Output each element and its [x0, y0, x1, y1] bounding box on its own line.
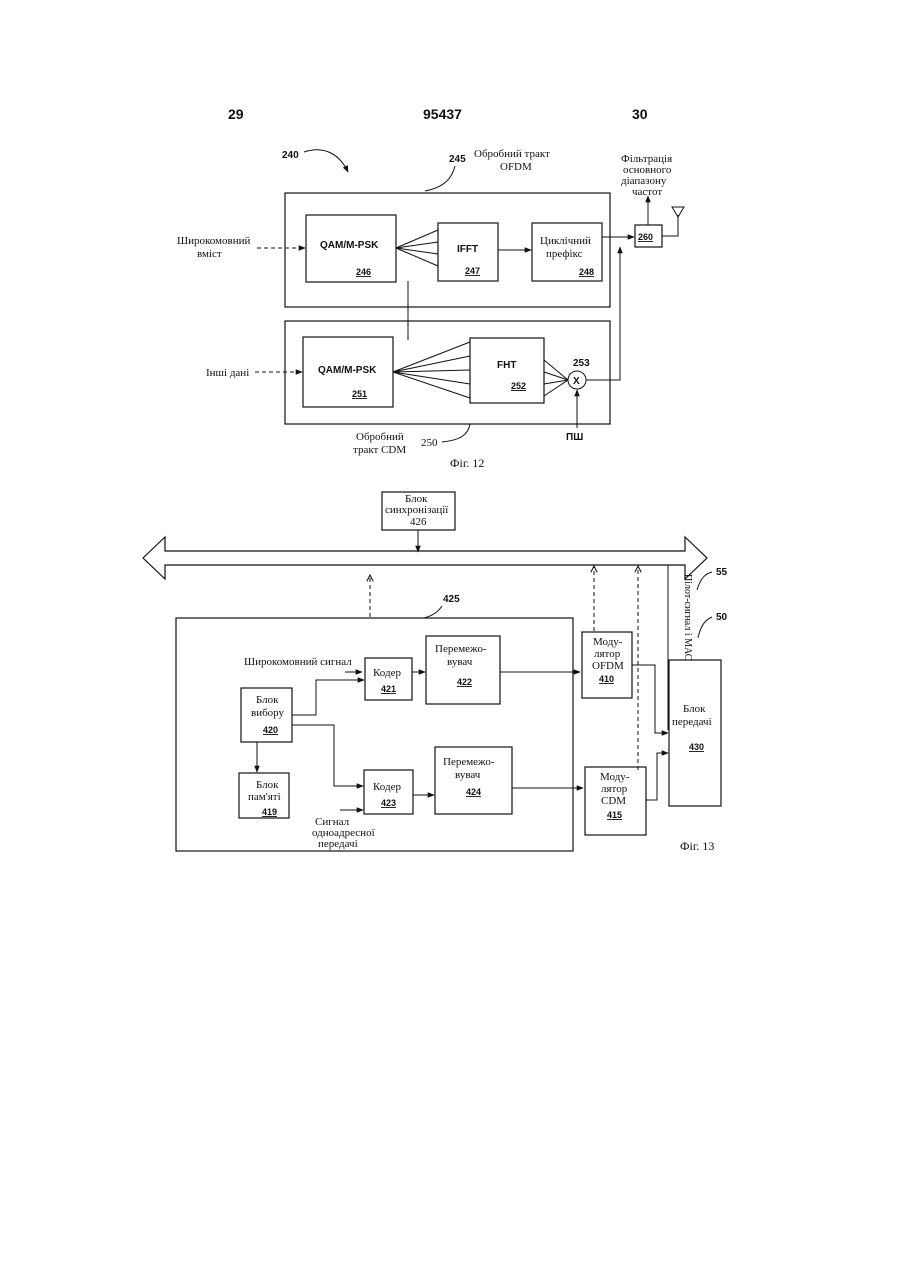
page-number-right: 30: [632, 106, 648, 122]
figure-12-caption: Фіг. 12: [450, 456, 484, 470]
ref-426: 426: [410, 516, 427, 528]
transmitter-line2: передачі: [672, 716, 712, 728]
ref-246: 246: [356, 267, 371, 277]
broadcast-signal-label: Широкомовний сигнал: [244, 656, 352, 668]
qam-mpsk-246-label: QAM/M-PSK: [320, 240, 379, 251]
transmitter-line1: Блок: [683, 703, 706, 715]
other-data-label: Інші дані: [206, 367, 249, 379]
pilot-mac-label: Пілот-сигнал і МАС: [682, 574, 693, 661]
ref-248: 248: [579, 267, 594, 277]
fht-mixer-fan: [544, 360, 568, 396]
ref-420: 420: [263, 725, 278, 735]
mod-cdm-line3: CDM: [601, 795, 626, 807]
ref-50-leader: [698, 617, 712, 638]
qam-fht-fan: [393, 342, 470, 398]
system-bus: [143, 537, 707, 579]
memory-label-line1: Блок: [256, 779, 279, 791]
ref-240: 240: [282, 150, 299, 161]
interleaver-422-line2: вувач: [447, 656, 473, 668]
selector-label-line2: вибору: [251, 707, 285, 719]
qam-mpsk-251-label: QAM/M-PSK: [318, 365, 377, 376]
page-number-left: 29: [228, 106, 244, 122]
broadcast-content-label-line2: вміст: [197, 248, 222, 260]
ofdm-path-label-line1: Обробний тракт: [474, 148, 550, 160]
ref-252: 252: [511, 381, 526, 391]
ref-247: 247: [465, 266, 480, 276]
patent-number: 95437: [423, 106, 462, 122]
interleaver-424-line1: Перемежо-: [443, 756, 495, 768]
mod-ofdm-line2: лятор: [594, 648, 621, 660]
mod-cdm-to-transmitter: [646, 753, 668, 800]
ref-260: 260: [638, 232, 653, 242]
ref-424: 424: [466, 787, 481, 797]
controller-frame: [176, 618, 573, 851]
ref-410: 410: [599, 674, 614, 684]
figure-12: 240 245 Обробний тракт OFDM Широкомовний…: [177, 148, 684, 470]
figure-13-caption: Фіг. 13: [680, 839, 714, 853]
ref-50: 50: [716, 612, 728, 623]
qam-ifft-fan: [396, 230, 438, 266]
coder-421-label: Кодер: [373, 667, 401, 679]
pn-label: ПШ: [566, 432, 583, 443]
cdm-path-label-line2: тракт CDM: [353, 444, 406, 456]
sync-label-line2: синхронізації: [385, 504, 449, 516]
interleaver-422-line1: Перемежо-: [435, 643, 487, 655]
selector-label-line1: Блок: [256, 694, 279, 706]
transmitter-block: [669, 660, 721, 806]
ref-430: 430: [689, 742, 704, 752]
mod-ofdm-to-transmitter: [632, 665, 668, 733]
fht-label: FHT: [497, 360, 516, 371]
ref-251: 251: [352, 389, 367, 399]
ref-422: 422: [457, 677, 472, 687]
mod-cdm-line2: лятор: [601, 783, 628, 795]
ref-253: 253: [573, 358, 590, 369]
interleaver-424-line2: вувач: [455, 769, 481, 781]
mixer-symbol: X: [573, 376, 580, 387]
selector-to-coder-423: [292, 725, 363, 786]
coder-423-label: Кодер: [373, 781, 401, 793]
cyclic-prefix-label-line1: Циклічний: [540, 235, 591, 247]
cdm-path-label-line1: Обробний: [356, 431, 404, 443]
ref-250: 250: [421, 437, 438, 449]
antenna-icon: [662, 207, 684, 236]
mod-cdm-line1: Моду-: [600, 771, 630, 783]
ref-415: 415: [607, 810, 622, 820]
cyclic-prefix-label-line2: префікс: [546, 248, 583, 260]
selector-to-coder-421: [292, 680, 364, 715]
ref-55: 55: [716, 567, 728, 578]
unicast-label-line3: передачі: [318, 838, 358, 850]
ref-245: 245: [449, 154, 466, 165]
ref-425-leader: [424, 606, 442, 618]
ref-250-leader: [442, 424, 470, 442]
ref-245-leader: [425, 166, 455, 191]
ref-419: 419: [262, 807, 277, 817]
broadcast-content-label-line1: Широкомовний: [177, 235, 250, 247]
ref-55-leader: [697, 572, 712, 590]
ifft-label: IFFT: [457, 244, 478, 255]
ref-240-arrow: [304, 150, 348, 172]
mod-ofdm-line1: Моду-: [593, 636, 623, 648]
filter-label-line4: частот: [632, 186, 662, 198]
ref-425: 425: [443, 594, 460, 605]
ref-423: 423: [381, 798, 396, 808]
mod-ofdm-line3: OFDM: [592, 660, 624, 672]
figure-13: Блок синхронізації 426 55 50 Пілот-сигна…: [143, 492, 728, 853]
ofdm-path-label-line2: OFDM: [500, 161, 532, 173]
memory-label-line2: пам'яті: [248, 791, 281, 803]
ref-421: 421: [381, 684, 396, 694]
